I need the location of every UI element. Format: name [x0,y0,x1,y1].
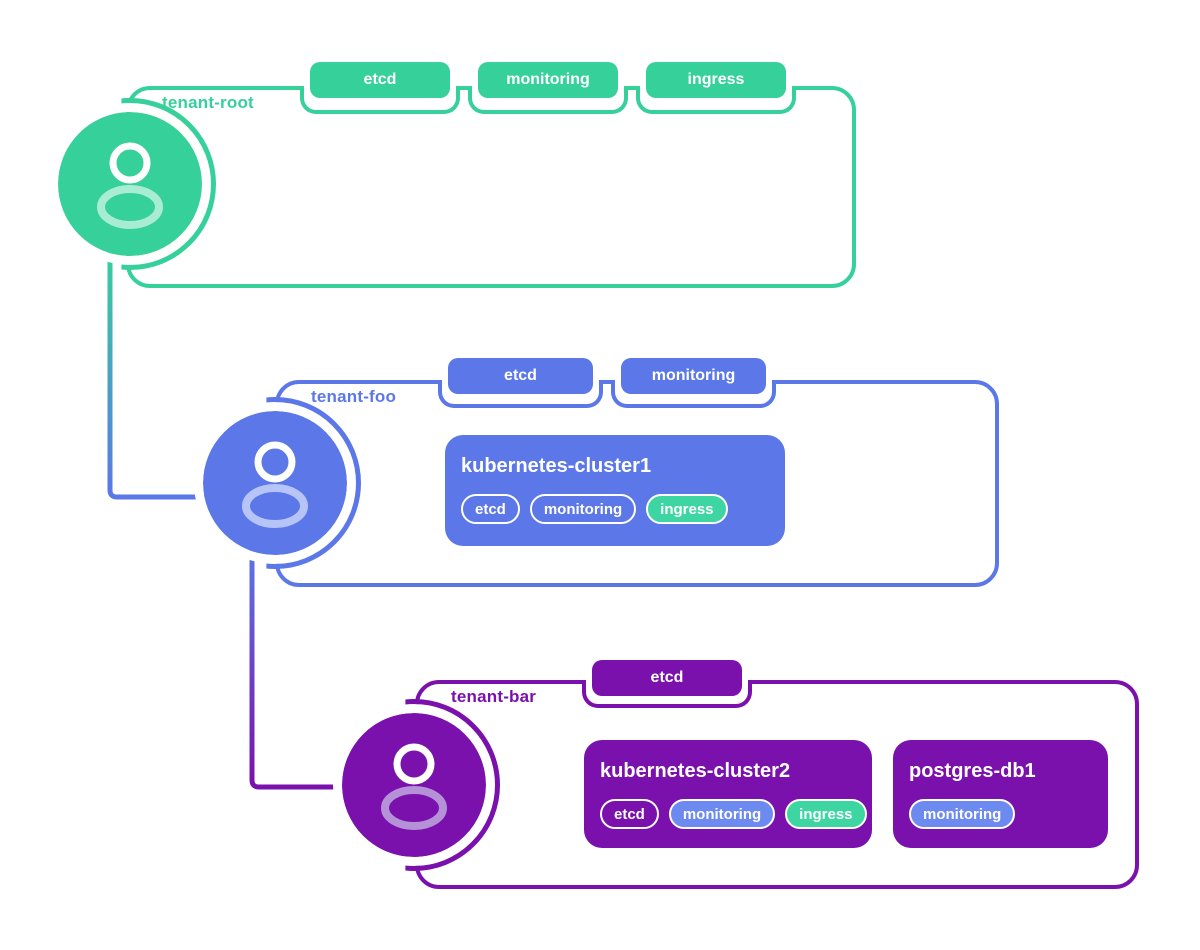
person-icon [381,743,447,830]
connector-foo-to-bar [249,546,345,790]
badge-monitoring: monitoring [621,358,766,394]
badge-etcd: etcd [448,358,593,394]
pill-monitoring: monitoring [668,799,776,829]
person-icon [242,441,308,528]
pill-etcd: etcd [600,799,659,829]
tenant-root-avatar [49,103,211,265]
workload-card-postgres-db1: postgres-db1 monitoring [893,740,1108,848]
badge-tab: etcd [300,62,460,114]
tenant-foo-label: tenant-foo [311,387,397,406]
tenant-bar-label: tenant-bar [451,687,537,706]
badge-etcd: etcd [310,62,450,98]
badge-tab: ingress [636,62,796,114]
tenant-foo-box: tenant-foo etcd monitoring kubernetes-cl… [275,358,999,587]
workload-pills: monitoring [909,799,1092,829]
workload-title: kubernetes-cluster2 [600,760,791,782]
badge-tab: monitoring [611,358,776,408]
badge-tab: etcd [438,358,603,408]
person-icon [97,142,163,229]
workload-title: kubernetes-cluster1 [461,455,652,477]
pill-ingress: ingress [646,494,728,524]
workload-card-kubernetes-cluster2: kubernetes-cluster2 etcd monitoring ingr… [584,740,872,848]
workload-card-kubernetes-cluster1: kubernetes-cluster1 etcd monitoring ingr… [445,435,785,546]
workload-title: postgres-db1 [909,760,1036,782]
tenant-foo-badges: etcd monitoring [438,358,776,408]
badge-etcd: etcd [592,660,742,696]
workload-pills: etcd monitoring ingress [600,799,867,829]
pill-etcd: etcd [461,494,520,524]
tenant-foo-avatar [194,402,356,564]
connector-root-to-foo [107,248,205,500]
pill-monitoring: monitoring [909,799,1016,829]
tenant-bar-avatar [333,704,495,866]
tenant-bar-badges: etcd [582,660,752,708]
tenant-bar-box: tenant-bar etcd kubernetes-cluster2 etcd… [415,660,1139,889]
badge-ingress: ingress [646,62,786,98]
badge-tab: etcd [582,660,752,708]
workload-pills: etcd monitoring ingress [461,494,769,524]
pill-monitoring: monitoring [529,494,637,524]
pill-ingress: ingress [785,799,867,829]
tenant-root-box: tenant-root etcd monitoring ingress [126,62,856,288]
badge-monitoring: monitoring [478,62,618,98]
badge-tab: monitoring [468,62,628,114]
tenant-root-badges: etcd monitoring ingress [300,62,796,114]
tenant-root-label: tenant-root [162,93,254,112]
